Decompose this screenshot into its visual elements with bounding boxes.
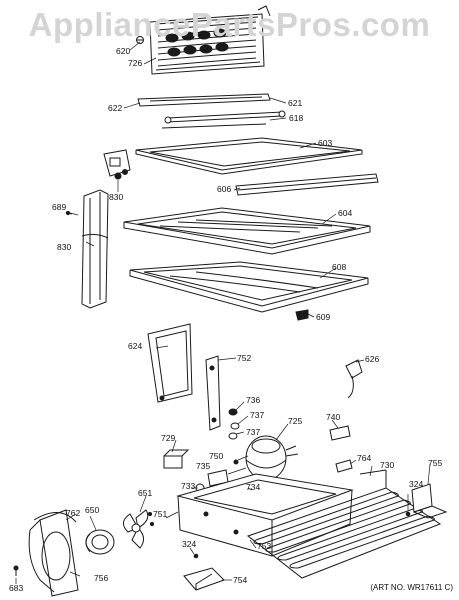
- vertical-duct: [81, 189, 109, 309]
- callout-754: 754: [233, 575, 248, 585]
- callout-756: 756: [94, 573, 109, 583]
- callout-626: 626: [365, 354, 380, 364]
- callout-733: 733: [181, 481, 196, 491]
- clip-764: [335, 459, 353, 473]
- callout-608: 608: [332, 262, 347, 272]
- callout-755: 755: [428, 458, 443, 468]
- bracket-755: [411, 483, 448, 519]
- art-number: (ART NO. WR17611 C): [370, 583, 453, 592]
- part-750: [233, 459, 239, 465]
- callout-621: 621: [288, 98, 303, 108]
- callout-650: 650: [85, 505, 100, 515]
- fan-housing: [28, 509, 79, 597]
- screw-324a: [405, 511, 411, 517]
- damper-control: [103, 149, 131, 180]
- drain-trough: [137, 93, 271, 107]
- compressor: [245, 435, 299, 481]
- fan-blade: [123, 509, 155, 549]
- mounting-bracket: [205, 355, 221, 431]
- condenser-coil: [246, 469, 442, 579]
- callout-609: 609: [316, 312, 331, 322]
- callout-734: 734: [246, 482, 261, 492]
- callout-753: 753: [257, 541, 272, 551]
- callout-750: 750: [209, 451, 224, 461]
- heater-rod: [164, 110, 286, 124]
- callout-624: 624: [128, 341, 143, 351]
- callout-730: 730: [380, 460, 395, 470]
- callout-618: 618: [289, 113, 304, 123]
- relay-740: [329, 425, 351, 441]
- callout-324-right: 324: [409, 479, 424, 489]
- callout-751: 751: [153, 509, 168, 519]
- divider-pan: [129, 261, 369, 313]
- clip-609: [295, 309, 309, 321]
- screw-620: [136, 36, 144, 44]
- callout-651: 651: [138, 488, 153, 498]
- freezer-shelf: [123, 207, 371, 255]
- screw-689: [65, 210, 73, 216]
- callout-725: 725: [288, 416, 303, 426]
- fan-shroud: [147, 323, 193, 403]
- callout-735: 735: [196, 461, 211, 471]
- leader-lines: [15, 41, 431, 584]
- callout-737-upper: 737: [250, 410, 265, 420]
- callout-603: 603: [318, 138, 333, 148]
- callout-752: 752: [237, 353, 252, 363]
- callout-830-damper: 830: [109, 192, 124, 202]
- callout-606: 606: [217, 184, 232, 194]
- screw-324b: [193, 553, 199, 559]
- callout-830-duct: 830: [57, 242, 72, 252]
- grommets: [228, 408, 240, 440]
- callout-683: 683: [9, 583, 24, 593]
- callout-736: 736: [246, 395, 261, 405]
- front-trim-606: [235, 173, 379, 196]
- callout-689: 689: [52, 202, 67, 212]
- callout-620: 620: [116, 46, 131, 56]
- callout-737-lower: 737: [246, 427, 261, 437]
- rod-618: [161, 123, 267, 129]
- callout-324-left: 324: [182, 539, 197, 549]
- evaporator-coil: [149, 5, 271, 75]
- start-relay-729: [163, 449, 190, 469]
- callout-726: 726: [128, 58, 143, 68]
- fan-motor: [85, 529, 115, 555]
- screw-683: [13, 565, 19, 576]
- callout-622: 622: [108, 103, 123, 113]
- callout-740: 740: [326, 412, 341, 422]
- callout-762: 762: [66, 508, 81, 518]
- thermostat-sensor: [345, 359, 363, 399]
- callout-764: 764: [357, 453, 372, 463]
- callout-729: 729: [161, 433, 176, 443]
- callout-604: 604: [338, 208, 353, 218]
- bracket-754: [183, 567, 225, 591]
- base-pan: [176, 473, 354, 557]
